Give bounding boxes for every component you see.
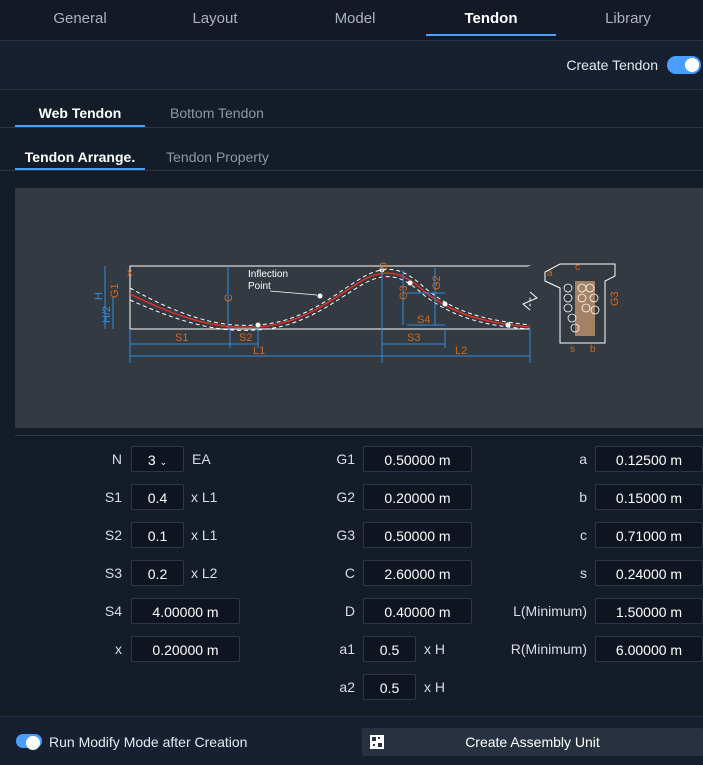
svg-text:D: D (378, 262, 390, 270)
input-x[interactable]: 0.20000 m (131, 636, 240, 662)
label-N: N (111, 451, 122, 467)
tendon-center-line (129, 272, 531, 329)
form-divider (15, 435, 703, 436)
input-c[interactable]: 0.71000 m (595, 522, 703, 548)
tendon-diagram: Inflection Point S1 S2 S3 S4 L1 L2 G1 C … (15, 188, 703, 428)
create-tendon-label: Create Tendon (566, 57, 658, 73)
svg-text:a: a (547, 268, 553, 279)
label-G3: G3 (336, 527, 355, 543)
tendon-detail-tabs: Tendon Arrange. Tendon Property (0, 128, 703, 171)
input-b[interactable]: 0.15000 m (595, 484, 703, 510)
svg-text:x: x (127, 267, 133, 279)
label-S2: S2 (104, 527, 122, 543)
tab-library[interactable]: Library (605, 10, 651, 27)
svg-text:S1: S1 (175, 332, 188, 344)
dimension-lines (104, 266, 531, 363)
create-tendon-toggle[interactable] (667, 56, 701, 74)
run-modify-toggle[interactable] (16, 734, 42, 750)
unit-S2: x L1 (191, 527, 218, 543)
input-S2[interactable]: 0.1 (131, 522, 184, 548)
tab-model[interactable]: Model (334, 10, 376, 27)
create-assembly-unit-label: Create Assembly Unit (465, 734, 600, 750)
input-s[interactable]: 0.24000 m (595, 560, 703, 586)
label-c: c (580, 527, 587, 543)
label-b: b (579, 489, 587, 505)
tab-layout[interactable]: Layout (192, 10, 238, 27)
input-S4[interactable]: 4.00000 m (131, 598, 240, 624)
svg-text:S3: S3 (407, 332, 420, 344)
tab-tendon-property[interactable]: Tendon Property (166, 149, 269, 165)
label-s: s (580, 565, 587, 581)
create-tendon-bar: Create Tendon (0, 41, 703, 90)
input-a2[interactable]: 0.5 (363, 674, 416, 700)
input-S1[interactable]: 0.4 (131, 484, 184, 510)
inflection-label: Inflection (248, 269, 288, 280)
label-G1: G1 (336, 451, 355, 467)
beam-outline (129, 265, 531, 330)
label-L-minimum: L(Minimum) (513, 603, 587, 619)
footer-bar: Run Modify Mode after Creation Create As… (0, 716, 703, 765)
unit-a2: x H (424, 679, 445, 695)
svg-text:s: s (570, 344, 575, 355)
input-G3[interactable]: 0.50000 m (363, 522, 472, 548)
input-R-minimum[interactable]: 6.00000 m (595, 636, 703, 662)
tendon-dashed-1 (129, 268, 531, 326)
assembly-icon (370, 735, 384, 749)
svg-text:S4: S4 (417, 314, 430, 326)
label-S3: S3 (104, 565, 122, 581)
chevron-down-icon: ⌄ (159, 457, 168, 467)
tendon-diagram-svg: Inflection Point S1 S2 S3 S4 L1 L2 G1 C … (93, 262, 621, 363)
input-G2[interactable]: 0.20000 m (363, 484, 472, 510)
input-a[interactable]: 0.12500 m (595, 446, 703, 472)
svg-text:G3: G3 (609, 291, 621, 306)
svg-text:L1: L1 (253, 345, 265, 357)
label-a: a (579, 451, 587, 467)
tendon-dashed-2 (129, 276, 531, 331)
input-D[interactable]: 0.40000 m (363, 598, 472, 624)
svg-text:H/2: H/2 (101, 306, 113, 323)
label-R-minimum: R(Minimum) (510, 641, 587, 657)
tab-tendon[interactable]: Tendon (426, 0, 556, 36)
input-C[interactable]: 2.60000 m (363, 560, 472, 586)
input-G1[interactable]: 0.50000 m (363, 446, 472, 472)
break-line (522, 291, 538, 311)
create-assembly-unit-button[interactable]: Create Assembly Unit (362, 728, 703, 756)
input-L-minimum[interactable]: 1.50000 m (595, 598, 703, 624)
input-S3[interactable]: 0.2 (131, 560, 184, 586)
svg-text:G2: G2 (431, 275, 443, 290)
svg-text:C: C (223, 294, 235, 302)
input-a1[interactable]: 0.5 (363, 636, 416, 662)
run-modify-label: Run Modify Mode after Creation (49, 734, 248, 750)
cross-section: c a s b G3 (544, 262, 621, 355)
label-S1: S1 (104, 489, 122, 505)
svg-text:L2: L2 (455, 345, 467, 357)
tab-web-tendon[interactable]: Web Tendon (15, 105, 145, 127)
svg-text:b: b (590, 344, 596, 355)
main-nav: General Layout Model Tendon Library (0, 0, 703, 41)
unit-S3: x L2 (191, 565, 218, 581)
label-x: x (115, 641, 122, 657)
svg-text:c: c (575, 262, 580, 273)
label-D: D (344, 603, 355, 619)
unit-a1: x H (424, 641, 445, 657)
tab-general[interactable]: General (53, 10, 107, 27)
point-label: Point (248, 281, 271, 292)
dimension-labels: S1 S2 S3 S4 L1 L2 G1 C G2 G3 D H H/2 x (93, 262, 467, 357)
svg-text:G3: G3 (398, 285, 410, 300)
label-a1: a1 (339, 641, 355, 657)
svg-text:H: H (93, 292, 105, 300)
select-N[interactable]: 3 ⌄ (131, 446, 184, 472)
label-C: C (344, 565, 355, 581)
svg-text:G1: G1 (109, 283, 121, 298)
label-G2: G2 (336, 489, 355, 505)
unit-N: EA (192, 451, 211, 467)
tab-tendon-arrange[interactable]: Tendon Arrange. (15, 149, 145, 170)
svg-text:S2: S2 (239, 332, 252, 344)
label-a2: a2 (339, 679, 355, 695)
tab-bottom-tendon[interactable]: Bottom Tendon (170, 105, 264, 121)
tendon-type-tabs: Web Tendon Bottom Tendon (0, 90, 703, 128)
label-S4: S4 (104, 603, 122, 619)
unit-S1: x L1 (191, 489, 218, 505)
